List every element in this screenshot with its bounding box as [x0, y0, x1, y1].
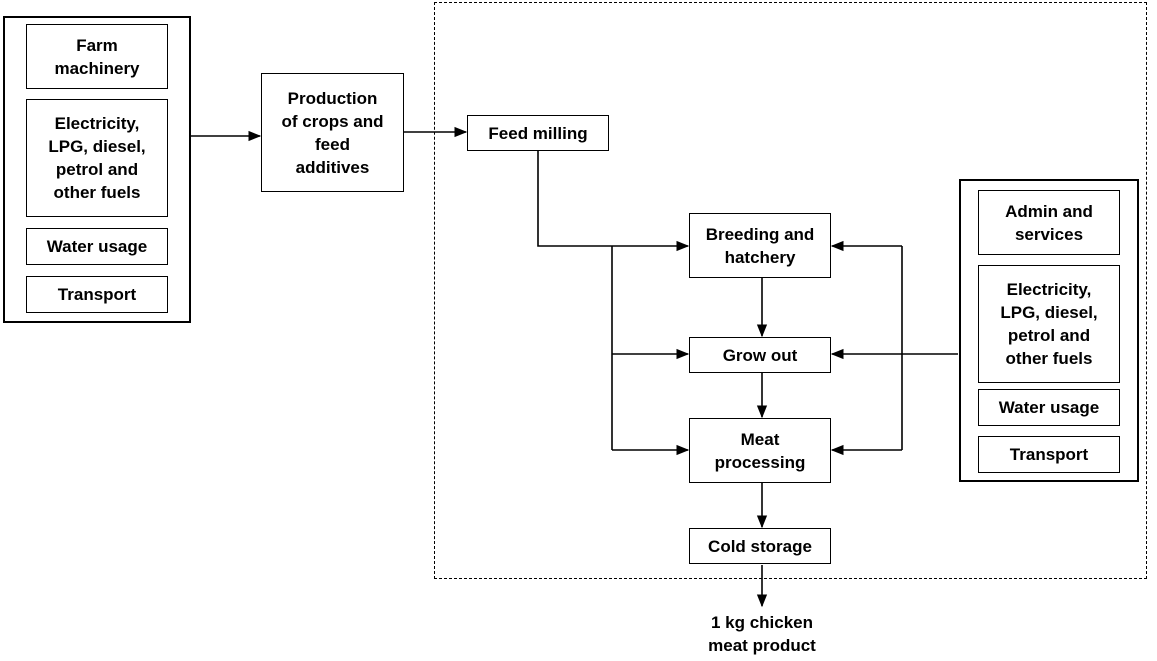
right-inputs-group — [959, 179, 1139, 482]
right-fuels-box: Electricity, LPG, diesel, petrol and oth… — [978, 265, 1120, 383]
left-transport-box: Transport — [26, 276, 168, 313]
output-label: 1 kg chicken meat product — [708, 613, 816, 655]
grow-out-box: Grow out — [689, 337, 831, 373]
left-water-usage-box: Water usage — [26, 228, 168, 265]
right-transport-box: Transport — [978, 436, 1120, 473]
right-water-usage-box: Water usage — [978, 389, 1120, 426]
feed-milling-box: Feed milling — [467, 115, 609, 151]
farm-machinery-box: Farm machinery — [26, 24, 168, 89]
left-inputs-group — [3, 16, 191, 323]
production-box: Production of crops and feed additives — [261, 73, 404, 192]
system-boundary — [434, 2, 1147, 579]
left-fuels-box: Electricity, LPG, diesel, petrol and oth… — [26, 99, 168, 217]
admin-services-box: Admin and services — [978, 190, 1120, 255]
breeding-hatchery-box: Breeding and hatchery — [689, 213, 831, 278]
cold-storage-box: Cold storage — [689, 528, 831, 564]
meat-processing-box: Meat processing — [689, 418, 831, 483]
arrow-feed-milling-to-breeding — [537, 150, 690, 252]
